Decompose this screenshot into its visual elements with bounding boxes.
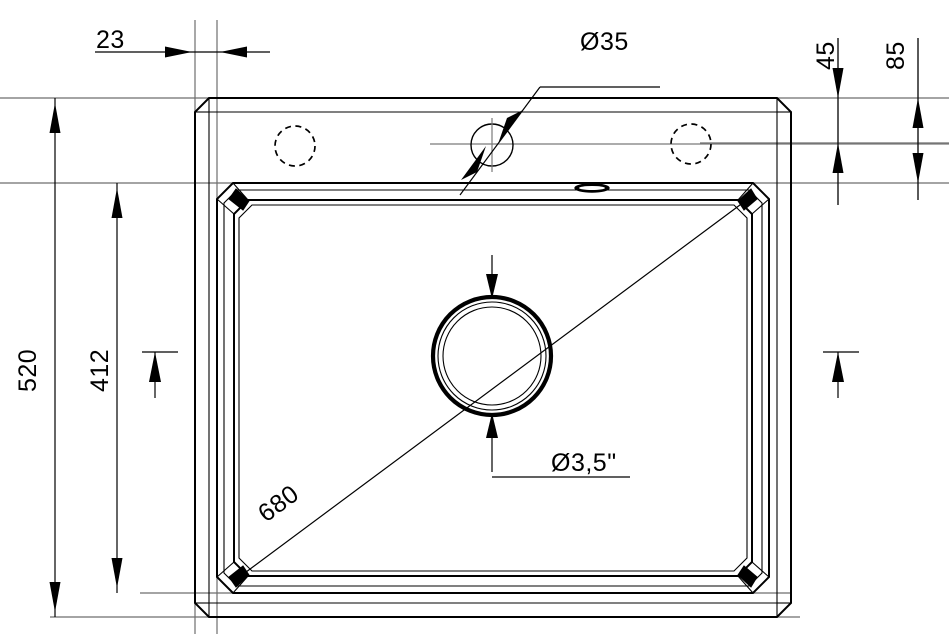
dim45-arrow-top bbox=[832, 68, 844, 98]
tap-hole-diameter-label: Ø35 bbox=[580, 28, 629, 56]
dim412-arrow-bottom bbox=[111, 558, 123, 588]
dimension-85: 85 bbox=[882, 38, 924, 200]
bevel-br-line2 bbox=[751, 561, 770, 578]
dimension-23-label: 23 bbox=[96, 26, 125, 54]
drain-inner-ring bbox=[442, 306, 542, 406]
dim23-arrow-left bbox=[165, 46, 192, 58]
corner-shade-tl bbox=[228, 188, 250, 211]
dim85-arrow-bottom bbox=[912, 153, 924, 183]
dim520-arrow-bottom bbox=[49, 582, 61, 612]
drain-diameter-dimension: Ø3,5" bbox=[486, 255, 630, 478]
drain-assembly bbox=[430, 294, 554, 418]
d35-arrow-lower bbox=[461, 146, 486, 180]
bevel-bl-line2 bbox=[216, 561, 235, 578]
section-marker-left-arrow bbox=[149, 352, 161, 382]
tap-hole-right-dashed bbox=[670, 123, 712, 165]
dimension-45-label: 45 bbox=[812, 41, 840, 70]
tap-hole-main bbox=[470, 118, 514, 172]
section-marker-right bbox=[823, 351, 859, 398]
bevel-br-line bbox=[737, 575, 754, 594]
dimension-520: 520 bbox=[14, 98, 61, 617]
bevel-tl-line2 bbox=[216, 198, 235, 215]
drain-diameter-label: Ø3,5" bbox=[551, 449, 617, 477]
section-marker-right-arrow bbox=[832, 352, 844, 382]
dimension-85-label: 85 bbox=[882, 41, 910, 70]
overflow-slot-inner bbox=[579, 186, 605, 190]
diagonal-dimension-line-680 bbox=[237, 198, 749, 579]
drain-dim-arrow-bottom bbox=[486, 413, 498, 438]
drain-mid-ring bbox=[437, 301, 547, 411]
dim45-arrow-bottom bbox=[832, 143, 844, 173]
dim85-arrow-top bbox=[912, 98, 924, 128]
dim23-arrow-right bbox=[220, 46, 247, 58]
drain-outer-ring bbox=[430, 294, 554, 418]
dimension-680-label: 680 bbox=[253, 480, 304, 528]
corner-shade-br bbox=[737, 565, 758, 588]
dimension-412-label: 412 bbox=[86, 349, 114, 392]
corner-shade-bl bbox=[228, 565, 250, 588]
d35-arrow-upper bbox=[498, 110, 523, 144]
dimension-23: 23 bbox=[95, 26, 270, 58]
outer-frame-inner-edge bbox=[208, 111, 778, 604]
bevel-tr-line bbox=[737, 182, 754, 201]
tap-hole-diameter-dimension: Ø35 bbox=[459, 28, 660, 196]
sink-inner-bowl bbox=[216, 182, 770, 594]
bevel-tr-line2 bbox=[751, 198, 770, 215]
overflow-slot bbox=[574, 183, 610, 193]
dimension-412: 412 bbox=[86, 183, 123, 593]
sink-outer-frame bbox=[194, 97, 792, 618]
bowl-floor-inner-edge bbox=[238, 204, 748, 572]
dim520-arrow-top bbox=[49, 103, 61, 133]
drain-dim-arrow-top bbox=[486, 274, 498, 299]
dimension-520-label: 520 bbox=[14, 349, 42, 392]
outer-frame-outline bbox=[194, 97, 792, 618]
dim412-arrow-top bbox=[111, 188, 123, 218]
section-marker-left bbox=[142, 351, 178, 398]
tap-hole-left-dashed bbox=[274, 125, 316, 167]
dimension-45: 45 bbox=[812, 38, 844, 205]
